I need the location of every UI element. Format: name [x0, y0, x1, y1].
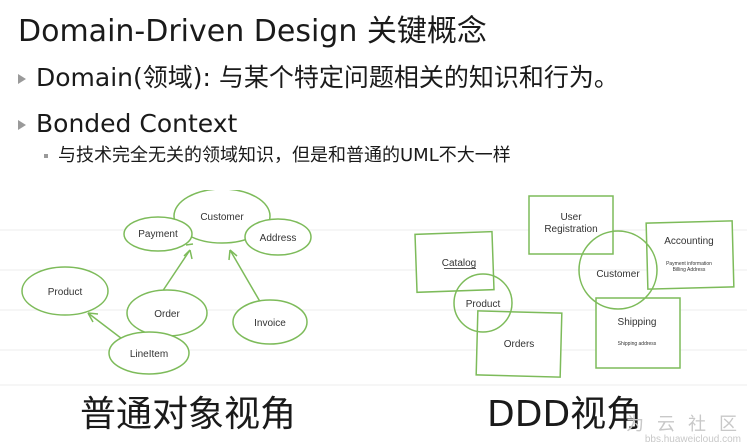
- box-user-registration: [528, 195, 614, 255]
- shipping-detail: Shipping address: [618, 341, 657, 347]
- bullet-arrow-icon: [18, 74, 26, 84]
- node-invoice-label: Invoice: [254, 318, 286, 329]
- bullet-domain-text: Domain(领域): 与某个特定问题相关的知识和行为。: [36, 63, 619, 92]
- node-lineitem-shape: [108, 331, 190, 375]
- slide-title: Domain-Driven Design 关键概念: [18, 14, 487, 49]
- bullet-bounded-context-text: Bonded Context: [36, 109, 238, 138]
- node-customer-label: Customer: [200, 212, 244, 223]
- node-customer-shape: [173, 190, 271, 244]
- left-diagram-labels: Customer Payment Address Product Order I…: [48, 212, 297, 360]
- right-diagram-labels: User Registration Accounting Payment inf…: [442, 212, 714, 350]
- watermark-brand: 为 云 社 区: [625, 414, 741, 434]
- circle-product-label: Product: [466, 299, 501, 310]
- catalog-underline: [444, 268, 476, 269]
- circle-product: [453, 273, 513, 333]
- left-diagram-nodes: [21, 190, 312, 375]
- box-orders-label: Orders: [504, 339, 535, 350]
- bullet-domain: Domain(领域): 与某个特定问题相关的知识和行为。: [18, 62, 619, 94]
- right-diagram-boxes: [414, 195, 735, 378]
- node-payment-label: Payment: [138, 229, 178, 240]
- arrowhead: [183, 249, 193, 260]
- circle-customer: [578, 230, 658, 310]
- sub-bullet-dot-icon: [44, 154, 48, 158]
- node-lineitem-label: LineItem: [130, 349, 168, 360]
- bullet-bounded-context: Bonded Context: [18, 108, 237, 140]
- circle-customer-label: Customer: [596, 269, 640, 280]
- box-user-registration-label-2: Registration: [544, 224, 597, 235]
- left-diagram-connectors: [87, 243, 263, 346]
- accounting-detail-2: Billing Address: [673, 267, 706, 273]
- node-payment-shape: [123, 216, 193, 252]
- box-catalog-label: Catalog: [442, 258, 476, 269]
- box-accounting-label: Accounting: [664, 236, 713, 247]
- box-accounting: [645, 220, 735, 290]
- watermark-url: bbs.huaweicloud.com: [644, 434, 741, 445]
- right-diagram-circles: [453, 230, 658, 333]
- box-catalog: [414, 230, 495, 294]
- node-product-shape: [21, 266, 109, 316]
- arrowhead: [185, 243, 194, 246]
- bullet-arrow-icon: [18, 120, 26, 130]
- node-invoice-shape: [232, 299, 308, 345]
- arrowhead: [87, 312, 99, 323]
- node-address-shape: [244, 218, 312, 256]
- right-caption: DDD视角: [487, 394, 643, 435]
- sub-bullet: 与技术完全无关的领域知识，但是和普通的UML不大一样: [44, 144, 511, 168]
- node-address-label: Address: [260, 233, 297, 244]
- sub-bullet-text: 与技术完全无关的领域知识，但是和普通的UML不大一样: [58, 145, 511, 166]
- node-order-label: Order: [154, 309, 180, 320]
- node-product-label: Product: [48, 287, 83, 298]
- accounting-detail-1: Payment information: [666, 261, 712, 267]
- left-caption: 普通对象视角: [80, 394, 297, 435]
- connector-address-invoice: [229, 249, 263, 306]
- box-user-registration-label-1: User: [560, 212, 582, 223]
- arrowhead: [228, 249, 238, 261]
- box-shipping: [595, 297, 681, 369]
- watermark: 为 云 社 区 bbs.huaweicloud.com: [626, 414, 741, 446]
- diagram-canvas: Customer Payment Address Product Order I…: [0, 190, 747, 386]
- box-shipping-label: Shipping: [618, 317, 657, 328]
- connector-order-payment: [159, 249, 191, 296]
